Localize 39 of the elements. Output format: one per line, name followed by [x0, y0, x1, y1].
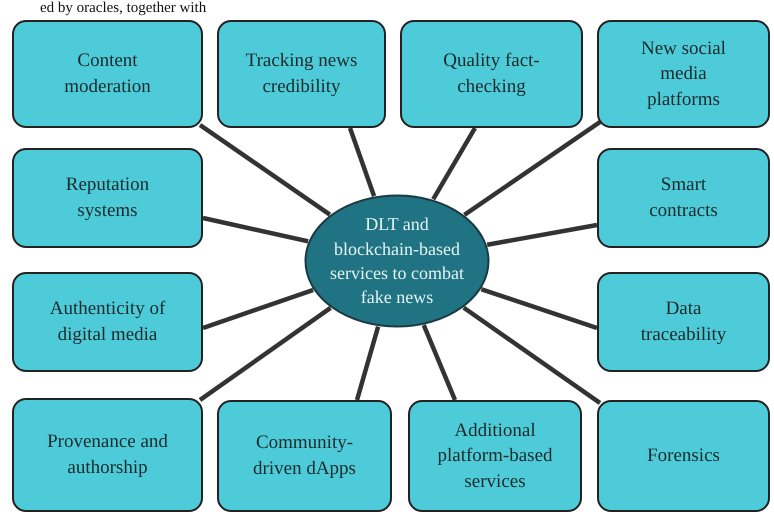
connector-line [462, 306, 602, 405]
topic-box [12, 148, 203, 248]
topic-label: Smart contracts [648, 173, 719, 223]
topic-label: Authenticity of digital media [48, 297, 166, 347]
topic-label: Additional platform-based services [436, 418, 554, 494]
topic-box [12, 272, 203, 372]
topic-label: Community-driven dApps [252, 431, 357, 481]
topic-label: Tracking news credibility [245, 49, 358, 99]
topic-box [408, 400, 582, 512]
topic-box [597, 272, 770, 372]
connector-line [202, 216, 309, 244]
topic-box [400, 20, 583, 128]
connector-line [422, 324, 458, 401]
topic-label: Forensics [647, 444, 720, 468]
topic-box [597, 148, 770, 248]
topic-box [12, 398, 203, 512]
connector-line [202, 288, 314, 330]
connector-line [431, 126, 477, 200]
topic-label: Reputation systems [64, 173, 150, 223]
connector-line [198, 306, 332, 402]
topic-box [12, 20, 203, 128]
topic-label: Provenance and authorship [46, 430, 169, 480]
topic-label: New social media platforms [640, 36, 727, 112]
topic-box [217, 20, 386, 128]
topic-label: Quality fact-checking [442, 49, 541, 99]
topic-box [597, 400, 770, 512]
connector-line [198, 123, 332, 216]
topic-label: Content moderation [63, 49, 152, 99]
topic-label: Data traceability [640, 297, 728, 347]
topic-box [217, 400, 392, 512]
text-fragment: ed by oracles, together with [40, 0, 206, 16]
topic-text: DLT and blockchain-based services to combat fake news [329, 213, 465, 310]
connector-line [463, 120, 602, 217]
topic-box [597, 20, 770, 128]
connector-line [486, 222, 598, 247]
central-topic-ellipse [304, 194, 490, 328]
connector-line [348, 127, 376, 197]
connector-line [354, 326, 380, 401]
connector-line [480, 287, 598, 330]
